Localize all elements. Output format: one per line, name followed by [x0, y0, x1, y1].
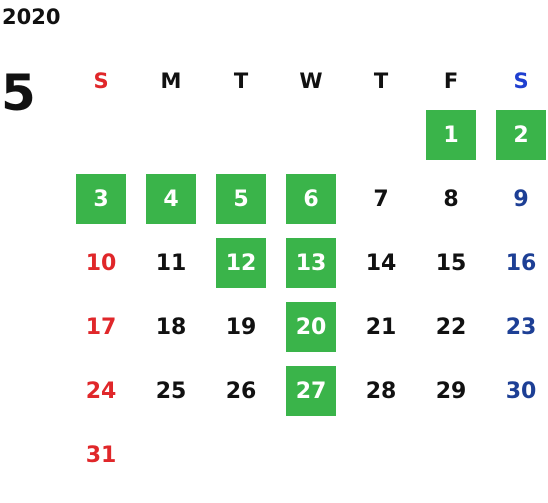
day-cell: 25: [155, 378, 187, 404]
day-cell-highlighted: 12: [216, 238, 266, 288]
day-cell: 26: [225, 378, 257, 404]
empty-day-cell: [286, 430, 336, 480]
day-cell: 7: [373, 186, 389, 212]
weekday-friday: F: [443, 69, 459, 93]
day-cell: 9: [513, 186, 529, 212]
empty-day-cell: [286, 110, 336, 160]
weekday-tuesday: T: [233, 69, 249, 93]
empty-day-cell: [426, 430, 476, 480]
weekday-monday: M: [160, 69, 182, 93]
day-cell: 29: [435, 378, 467, 404]
weekday-header-row: S M T W T F S: [70, 56, 548, 110]
month-number: 5: [1, 64, 36, 122]
day-cell: 11: [155, 250, 187, 276]
day-cell: 8: [443, 186, 459, 212]
day-cell: 15: [435, 250, 467, 276]
year-label: 2020: [2, 5, 61, 29]
empty-day-cell: [356, 110, 406, 160]
empty-day-cell: [356, 430, 406, 480]
week-row: 10 11 12 13 14 15 16: [70, 238, 548, 302]
weekday-thursday: T: [373, 69, 389, 93]
day-cell: 16: [505, 250, 537, 276]
day-cell: 18: [155, 314, 187, 340]
empty-day-cell: [146, 110, 196, 160]
day-cell: 28: [365, 378, 397, 404]
empty-day-cell: [216, 110, 266, 160]
empty-day-cell: [76, 110, 126, 160]
day-cell: 23: [505, 314, 537, 340]
day-cell: 19: [225, 314, 257, 340]
day-cell: 31: [85, 442, 117, 468]
week-row: 24 25 26 27 28 29 30: [70, 366, 548, 430]
day-cell-highlighted: 13: [286, 238, 336, 288]
day-cell: 30: [505, 378, 537, 404]
day-cell: 24: [85, 378, 117, 404]
day-cell: 10: [85, 250, 117, 276]
empty-day-cell: [146, 430, 196, 480]
day-cell-highlighted: 20: [286, 302, 336, 352]
day-cell-highlighted: 6: [286, 174, 336, 224]
day-cell: 14: [365, 250, 397, 276]
week-row: 31: [70, 430, 548, 494]
weekday-saturday: S: [513, 69, 529, 93]
empty-day-cell: [496, 430, 546, 480]
day-cell: 21: [365, 314, 397, 340]
weekday-wednesday: W: [299, 69, 323, 93]
day-cell: 17: [85, 314, 117, 340]
weekday-sunday: S: [93, 69, 109, 93]
day-cell-highlighted: 1: [426, 110, 476, 160]
day-cell-highlighted: 2: [496, 110, 546, 160]
day-cell: 22: [435, 314, 467, 340]
empty-day-cell: [216, 430, 266, 480]
week-row: 17 18 19 20 21 22 23: [70, 302, 548, 366]
day-cell-highlighted: 5: [216, 174, 266, 224]
day-cell-highlighted: 3: [76, 174, 126, 224]
day-cell-highlighted: 27: [286, 366, 336, 416]
day-cell-highlighted: 4: [146, 174, 196, 224]
